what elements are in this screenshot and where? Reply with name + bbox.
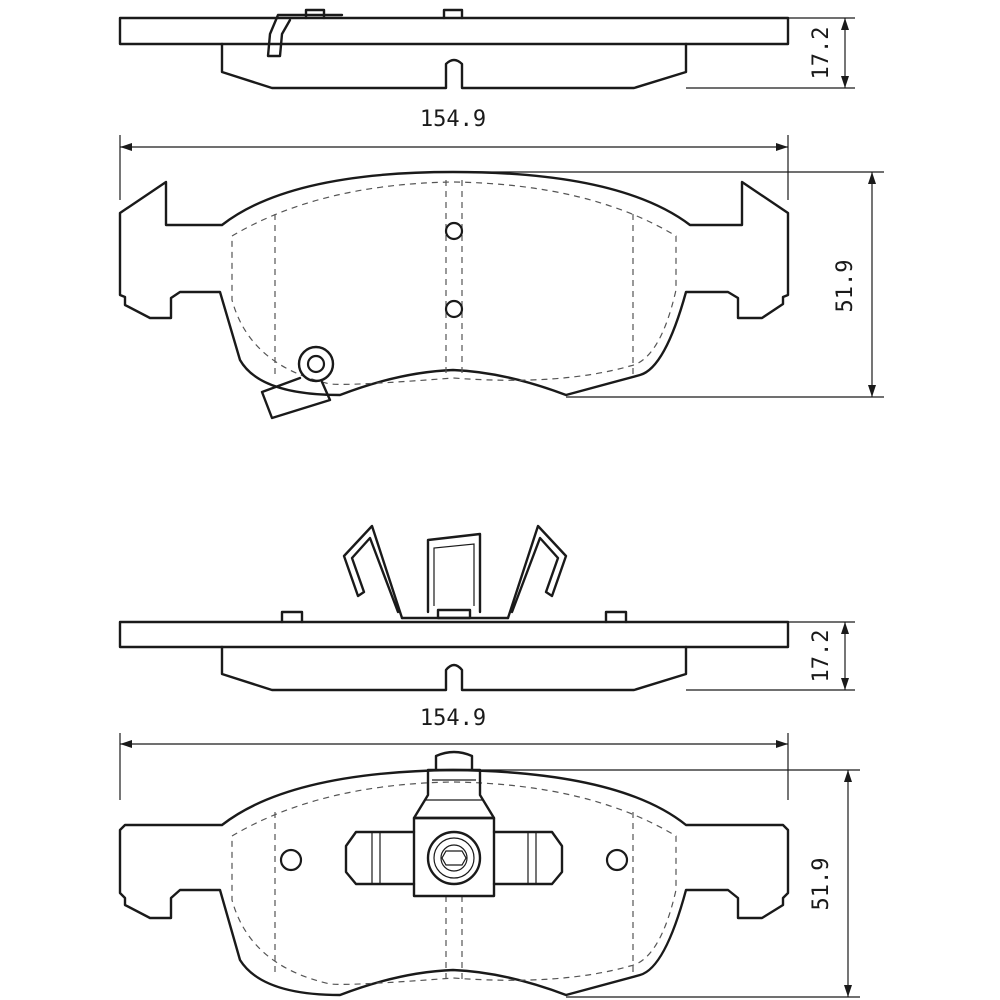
pad-1-length-dimension: 154.9 [119, 107, 789, 200]
pad-1-thickness-dimension: 17.2 [686, 17, 855, 89]
height-label-1: 51.9 [833, 260, 858, 313]
length-label-2: 154.9 [420, 706, 486, 731]
length-label-1: 154.9 [420, 107, 486, 132]
pad-1-side-view [118, 8, 790, 90]
pad-2-height-dimension: 51.9 [470, 769, 860, 998]
pad-2-length-dimension: 154.9 [119, 706, 789, 800]
thickness-label-2: 17.2 [809, 630, 834, 683]
pad-2-side-view [118, 524, 790, 692]
thickness-label-1: 17.2 [809, 27, 834, 80]
pad-2-thickness-dimension: 17.2 [686, 621, 855, 691]
pad-1-height-dimension: 51.9 [470, 171, 884, 398]
height-label-2: 51.9 [809, 858, 834, 911]
pad-2-front-view [118, 750, 790, 997]
pad-1-front-view [118, 170, 790, 420]
